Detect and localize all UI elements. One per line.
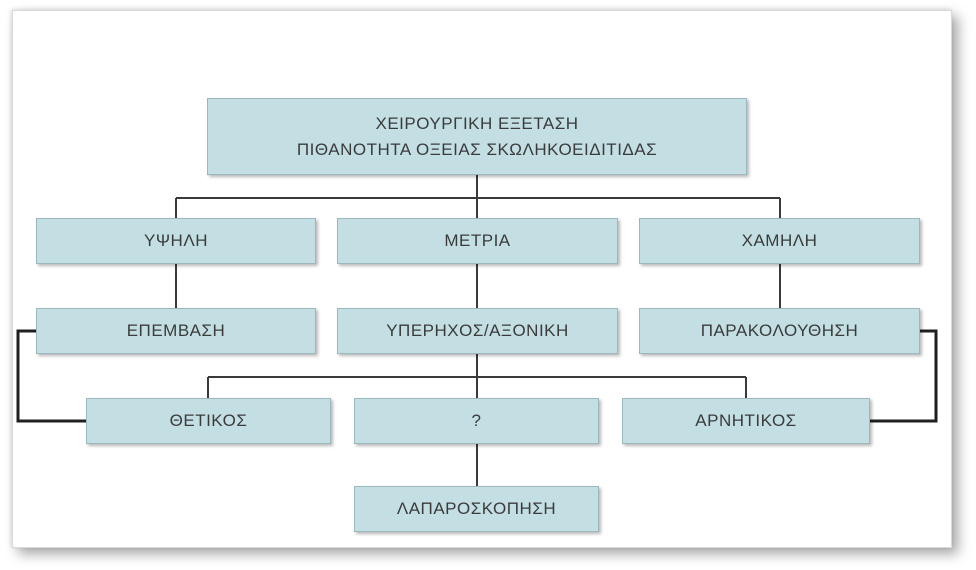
node-laparoscopy: ΛΑΠΑΡΟΣΚΟΠΗΣΗ bbox=[354, 486, 599, 532]
root-node: ΧΕΙΡΟΥΡΓΙΚΗ ΕΞΕΤΑΣΗ ΠΙΘΑΝΟΤΗΤΑ ΟΞΕΙΑΣ ΣΚ… bbox=[207, 98, 747, 175]
root-node-subtitle: ΠΙΘΑΝΟΤΗΤΑ ΟΞΕΙΑΣ ΣΚΩΛΗΚΟΕΙΔΙΤΙΔΑΣ bbox=[296, 139, 658, 159]
node-imaging: ΥΠΕΡΗΧΟΣ/ΑΞΟΝΙΚΗ bbox=[337, 308, 618, 354]
node-observation: ΠΑΡΑΚΟΛΟΥΘΗΣΗ bbox=[639, 308, 920, 354]
node-positive: ΘΕΤΙΚΟΣ bbox=[86, 398, 331, 444]
node-unknown-label: ? bbox=[471, 411, 482, 430]
node-negative-label: ΑΡΝΗΤΙΚΟΣ bbox=[695, 411, 797, 430]
connector-observation-negative-bracket bbox=[870, 329, 938, 423]
node-medium-probability-label: ΜΕΤΡΙΑ bbox=[444, 231, 511, 250]
node-surgery-label: ΕΠΕΜΒΑΣΗ bbox=[126, 321, 226, 340]
node-medium-probability: ΜΕΤΡΙΑ bbox=[337, 218, 618, 264]
node-surgery: ΕΠΕΜΒΑΣΗ bbox=[36, 308, 316, 354]
root-node-title: ΧΕΙΡΟΥΡΓΙΚΗ ΕΞΕΤΑΣΗ bbox=[375, 113, 579, 133]
node-imaging-label: ΥΠΕΡΗΧΟΣ/ΑΞΟΝΙΚΗ bbox=[386, 321, 569, 340]
node-unknown: ? bbox=[354, 398, 599, 444]
node-positive-label: ΘΕΤΙΚΟΣ bbox=[169, 411, 248, 430]
node-high-probability: ΥΨΗΛΗ bbox=[36, 218, 316, 264]
node-low-probability-label: ΧΑΜΗΛΗ bbox=[741, 231, 818, 250]
node-laparoscopy-label: ΛΑΠΑΡΟΣΚΟΠΗΣΗ bbox=[396, 499, 557, 518]
node-high-probability-label: ΥΨΗΛΗ bbox=[144, 231, 208, 250]
node-observation-label: ΠΑΡΑΚΟΛΟΥΘΗΣΗ bbox=[700, 321, 859, 340]
connector-surgery-positive-bracket bbox=[16, 329, 86, 423]
node-low-probability: ΧΑΜΗΛΗ bbox=[639, 218, 920, 264]
node-negative: ΑΡΝΗΤΙΚΟΣ bbox=[622, 398, 870, 444]
